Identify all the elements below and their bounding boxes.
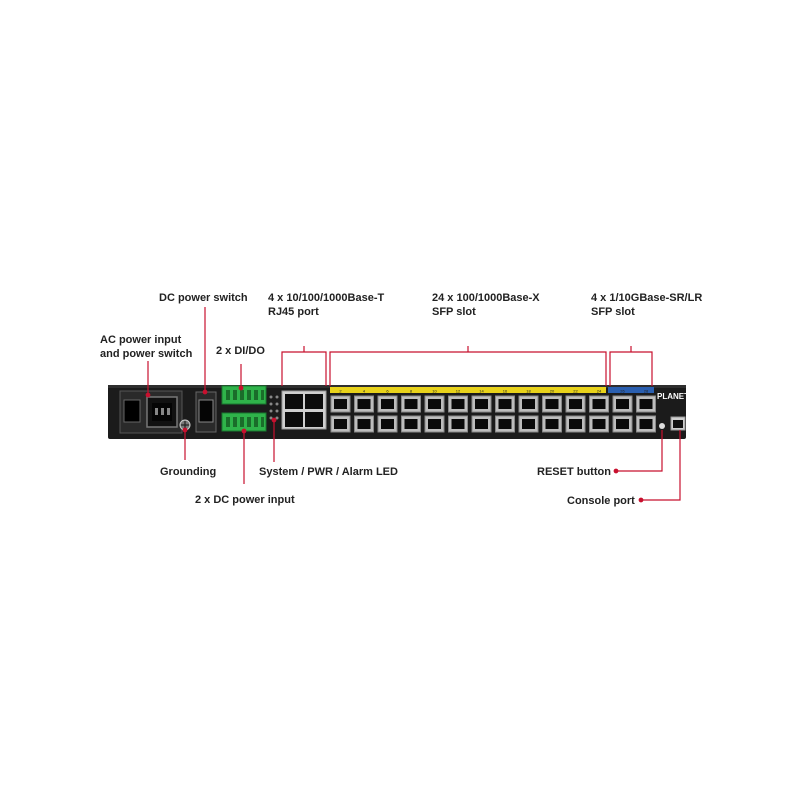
label-sfp10g-line1: 4 x 1/10GBase-SR/LR: [591, 292, 703, 304]
rj45-port-block: [281, 390, 327, 430]
label-reset: RESET button: [537, 466, 611, 478]
rj45-port[interactable]: [305, 412, 323, 427]
sfp-slot-opening: [522, 419, 535, 429]
sfp-slot-opening: [357, 399, 371, 409]
sfp-slot-opening: [451, 419, 465, 429]
sfp-port-number: 10: [432, 389, 437, 394]
label-di-do: 2 x DI/DO: [216, 345, 265, 357]
label-sfp-line2: SFP slot: [432, 306, 476, 318]
label-ac-power: AC power input and power switch: [100, 333, 192, 361]
label-rj45-line1: 4 x 10/100/1000Base-T: [268, 292, 385, 304]
sfp-port-number: 14: [479, 389, 484, 394]
rj45-port[interactable]: [305, 394, 323, 409]
label-led: System / PWR / Alarm LED: [259, 466, 398, 478]
sfp-slot-opening: [522, 399, 535, 409]
sfp-port-number: 26: [620, 389, 625, 394]
rj45-port[interactable]: [285, 412, 303, 427]
sfp-port-number: 2: [339, 389, 342, 394]
sfp-slot-opening: [475, 399, 488, 409]
brand-logo: PLANET: [657, 392, 689, 401]
label-rj45: 4 x 10/100/1000Base-T RJ45 port: [268, 291, 384, 319]
ac-power-switch[interactable]: [123, 399, 141, 423]
label-sfp10g-line2: SFP slot: [591, 306, 635, 318]
sfp-port-number: 18: [526, 389, 531, 394]
sfp-slot-opening: [498, 419, 512, 429]
dc-power-terminal-pins: [226, 417, 264, 427]
sfp-port-number: 4: [363, 389, 366, 394]
callout-lines: [145, 307, 681, 503]
sfp-slot-opening: [428, 419, 441, 429]
sfp-port-number: 28: [644, 389, 649, 394]
label-sfp10g: 4 x 1/10GBase-SR/LR SFP slot: [591, 291, 702, 319]
sfp-port-number: 16: [503, 389, 508, 394]
sfp-slot-opening: [616, 419, 629, 429]
sfp-slot-opening: [498, 399, 512, 409]
label-rj45-line2: RJ45 port: [268, 306, 319, 318]
sfp-slot-opening: [545, 399, 559, 409]
dc-power-switch[interactable]: [198, 399, 214, 423]
sfp-slot-opening: [404, 419, 418, 429]
sfp-slot-opening: [381, 399, 394, 409]
di-do-terminal-pins: [226, 390, 264, 400]
sfp-port-number: 20: [550, 389, 555, 394]
label-ac-power-line1: AC power input: [100, 334, 182, 346]
sfp-slot-opening: [639, 419, 653, 429]
sfp-slot-opening: [404, 399, 418, 409]
sfp-slot-opening: [569, 399, 582, 409]
sfp-slot-opening: [334, 399, 347, 409]
sfp-port-number: 24: [597, 389, 602, 394]
sfp-slot-opening: [639, 399, 653, 409]
sfp-slot-opening: [592, 399, 606, 409]
sfp-port-number: 22: [573, 389, 578, 394]
label-grounding: Grounding: [160, 466, 217, 478]
chassis-top-edge: [108, 385, 686, 388]
sfp-slot-opening: [616, 399, 629, 409]
status-leds: [269, 395, 279, 420]
label-dc-power-input: 2 x DC power input: [195, 494, 295, 506]
sfp-port-number: 12: [456, 389, 461, 394]
sfp10g-number-strip: [608, 387, 654, 393]
label-ac-power-line2: and power switch: [100, 348, 193, 360]
reset-button[interactable]: [659, 423, 665, 429]
sfp-slot-opening: [357, 419, 371, 429]
rj45-port[interactable]: [285, 394, 303, 409]
sfp-slot-opening: [428, 399, 441, 409]
sfp-slot-opening: [592, 419, 606, 429]
label-console: Console port: [567, 495, 635, 507]
label-sfp-line1: 24 x 100/1000Base-X: [432, 292, 540, 304]
sfp-slot-opening: [475, 419, 488, 429]
label-dc-power-switch: DC power switch: [159, 292, 248, 304]
sfp-port-number: 8: [410, 389, 413, 394]
sfp-slot-opening: [451, 399, 465, 409]
sfp-slot-opening: [381, 419, 394, 429]
sfp-slot-opening: [545, 419, 559, 429]
label-sfp: 24 x 100/1000Base-X SFP slot: [432, 291, 540, 319]
sfp-number-strip: [330, 387, 606, 393]
sfp-slot-opening: [569, 419, 582, 429]
sfp-port-number: 6: [386, 389, 389, 394]
sfp-slot-opening: [334, 419, 347, 429]
